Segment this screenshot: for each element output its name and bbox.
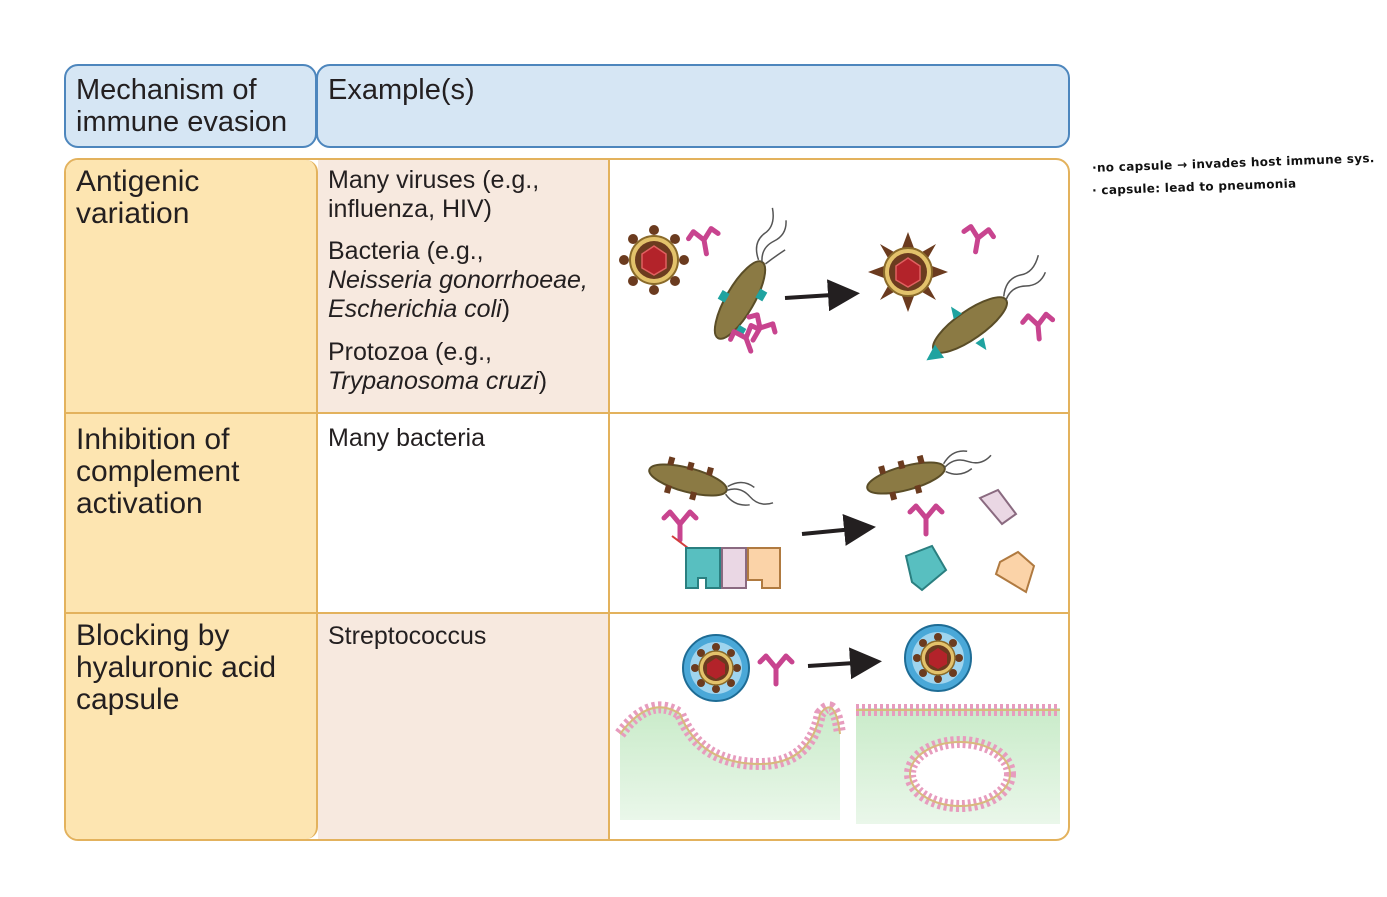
encapsulated-bacterium-icon (904, 624, 972, 692)
row1-protozoa-prefix: Protozoa (e.g., (328, 338, 492, 366)
host-cell-icon (620, 707, 840, 820)
antibody-icon (757, 653, 795, 687)
row1-protozoa-close: ) (538, 367, 548, 395)
bacterium-icon (648, 456, 774, 506)
row1-example-viruses: Many viruses (e.g., influenza, HIV) (328, 166, 540, 223)
capsule-blocking-illustration (615, 624, 1060, 824)
bacterium-icon (926, 255, 1047, 361)
row3-examples-cell: Streptococcus (318, 614, 610, 839)
mechanism-column (66, 160, 318, 839)
complement-fragment-icon (978, 488, 1018, 526)
row1-mechanism-label: Antigenic variation (76, 165, 200, 230)
header-examples-label: Example(s) (328, 74, 475, 106)
bacterium-icon (866, 450, 992, 501)
row2-mechanism-label: Inhibition of complement activation (76, 423, 240, 520)
row3-example-streptococcus: Streptococcus (328, 622, 487, 650)
row-divider (66, 612, 1068, 614)
antibody-icon (661, 509, 699, 543)
header-examples: Example(s) (316, 64, 1070, 148)
row1-bacteria-species: Neisseria gonorrhoeae, Escherichia coli (328, 266, 588, 323)
header-mechanism: Mechanism of immune evasion (64, 64, 317, 148)
row1-examples-cell: Many viruses (e.g., influenza, HIV) Bact… (318, 160, 610, 412)
row-divider (66, 412, 1068, 414)
arrow-icon (784, 279, 860, 312)
arrow-icon (807, 647, 882, 680)
complement-inhibition-illustration (648, 450, 1036, 594)
annotation-note-2: · capsule: lead to pneumonia (1091, 176, 1297, 198)
encapsulated-bacterium-icon (682, 634, 750, 702)
row3-mechanism-label: Blocking by hyaluronic acid capsule (76, 619, 277, 716)
virus-icon (867, 231, 949, 313)
row1-example-bacteria: Bacteria (e.g.,Neisseria gonorrhoeae, Es… (328, 237, 588, 324)
row1-example-protozoa: Protozoa (e.g.,Trypanosoma cruzi) (328, 338, 547, 396)
complement-icon (685, 547, 781, 589)
antibody-icon (907, 503, 945, 537)
arrow-icon (801, 514, 876, 546)
evasion-table: Many viruses (e.g., influenza, HIV) Bact… (64, 158, 1070, 841)
header-mechanism-label: Mechanism of immune evasion (76, 74, 288, 138)
row2-example-bacteria: Many bacteria (328, 424, 486, 452)
row1-protozoa-species: Trypanosoma cruzi (328, 367, 539, 395)
row1-bacteria-close: ) (501, 295, 511, 323)
annotation-note-1: ·no capsule → invades host immune sys. (1091, 151, 1375, 175)
virus-icon (618, 224, 690, 296)
antigenic-variation-illustration (618, 207, 1068, 361)
row1-bacteria-prefix: Bacteria (e.g., (328, 237, 484, 265)
row2-examples-cell: Many bacteria (318, 414, 610, 612)
complement-fragment-icon (904, 544, 948, 592)
complement-fragment-icon (994, 550, 1036, 594)
